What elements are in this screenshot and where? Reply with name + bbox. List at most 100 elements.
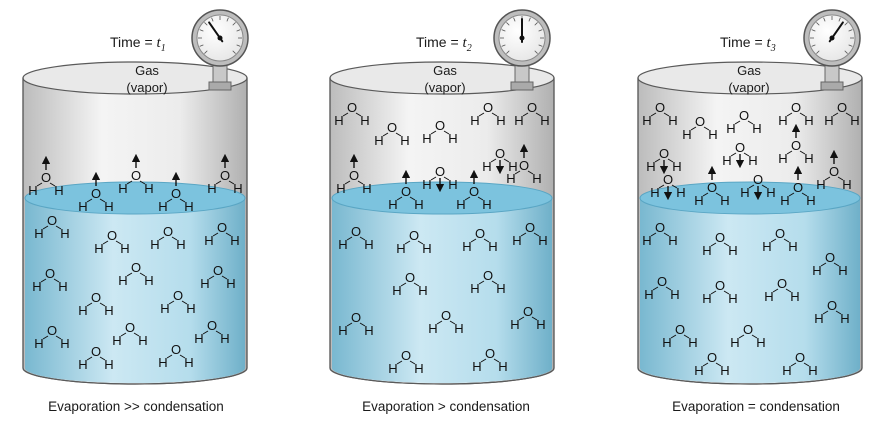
- hydrogen-atom: H: [184, 199, 193, 214]
- o-h-bond: [396, 196, 403, 201]
- o-h-bond: [133, 332, 140, 337]
- hydrogen-atom: H: [414, 361, 423, 376]
- time-variable: t: [462, 35, 467, 51]
- oxygen-atom: O: [441, 308, 451, 323]
- o-h-bond: [344, 180, 351, 185]
- o-h-bond: [346, 322, 353, 327]
- hydrogen-atom: H: [388, 361, 397, 376]
- o-h-bond: [212, 232, 219, 237]
- gauge-tick: [816, 22, 820, 26]
- gauge-tick: [538, 44, 543, 47]
- hydrogen-atom: H: [144, 273, 153, 288]
- oxygen-atom: O: [409, 228, 419, 243]
- oxygen-atom: O: [753, 172, 763, 187]
- hydrogen-atom: H: [536, 317, 545, 332]
- o-h-bond: [667, 158, 674, 163]
- hydrogen-atom: H: [824, 113, 833, 128]
- gauge-tick: [538, 29, 543, 32]
- oxygen-atom: O: [217, 220, 227, 235]
- hydrogen-atom: H: [814, 311, 823, 326]
- hydrogen-atom: H: [78, 303, 87, 318]
- o-h-bond: [527, 170, 534, 175]
- hydrogen-atom: H: [60, 336, 69, 351]
- oxygen-atom: O: [695, 114, 705, 129]
- time-label: Time = t1: [110, 34, 166, 54]
- o-h-bond: [837, 176, 844, 181]
- o-h-bond: [650, 112, 657, 117]
- oxygen-atom: O: [795, 350, 805, 365]
- o-h-bond: [53, 278, 60, 283]
- gauge-tick: [199, 44, 204, 47]
- oxygen-atom: O: [125, 320, 135, 335]
- gauge-tick: [204, 22, 208, 26]
- o-h-bond: [786, 150, 793, 155]
- time-label: Time = t2: [416, 34, 472, 54]
- hydrogen-atom: H: [32, 279, 41, 294]
- o-h-bond: [535, 112, 542, 117]
- gauge-pivot: [519, 35, 525, 41]
- o-h-bond: [478, 280, 485, 285]
- gauge-tick: [534, 22, 538, 26]
- hydrogen-atom: H: [650, 185, 659, 200]
- gauge-tick: [811, 29, 816, 32]
- hydrogen-atom: H: [508, 159, 517, 174]
- o-h-bond: [430, 176, 437, 181]
- time-prefix: Time =: [416, 34, 463, 50]
- hydrogen-atom: H: [510, 317, 519, 332]
- hydrogen-atom: H: [374, 133, 383, 148]
- o-h-bond: [55, 335, 62, 340]
- gauge-base: [510, 81, 534, 91]
- gauge-tick: [232, 22, 236, 26]
- hydrogen-atom: H: [840, 311, 849, 326]
- gas-label-line1: Gas: [433, 63, 457, 78]
- hydrogen-atom: H: [230, 233, 239, 248]
- o-h-bond: [690, 126, 697, 131]
- o-h-bond: [820, 262, 827, 267]
- o-h-bond: [86, 356, 93, 361]
- oxygen-atom: O: [739, 108, 749, 123]
- hydrogen-atom: H: [470, 281, 479, 296]
- hydrogen-atom: H: [60, 226, 69, 241]
- o-h-bond: [715, 362, 722, 367]
- liquid-surface: [331, 181, 553, 215]
- o-h-bond: [783, 238, 790, 243]
- time-subscript: 1: [160, 42, 166, 54]
- oxygen-atom: O: [495, 146, 505, 161]
- hydrogen-atom: H: [472, 359, 481, 374]
- o-h-bond: [436, 320, 443, 325]
- gas-label: Gas(vapor): [400, 62, 490, 96]
- hydrogen-atom: H: [462, 239, 471, 254]
- gauge-base: [208, 81, 232, 91]
- hydrogen-atom: H: [233, 181, 242, 196]
- gauge-tick: [204, 50, 208, 54]
- cylinder-2: [329, 61, 555, 385]
- oxygen-atom: O: [131, 260, 141, 275]
- hydrogen-atom: H: [496, 113, 505, 128]
- o-h-bond: [490, 158, 497, 163]
- o-h-bond: [395, 132, 402, 137]
- hydrogen-atom: H: [200, 276, 209, 291]
- oxygen-atom: O: [655, 220, 665, 235]
- o-h-bond: [215, 330, 222, 335]
- hydrogen-atom: H: [104, 303, 113, 318]
- hydrogen-atom: H: [176, 237, 185, 252]
- oxygen-atom: O: [657, 274, 667, 289]
- liquid-body: [332, 198, 552, 383]
- gas-label-line1: Gas: [135, 63, 159, 78]
- o-h-bond: [166, 354, 173, 359]
- gauge-tick: [844, 50, 848, 54]
- gauge-tick: [506, 22, 510, 26]
